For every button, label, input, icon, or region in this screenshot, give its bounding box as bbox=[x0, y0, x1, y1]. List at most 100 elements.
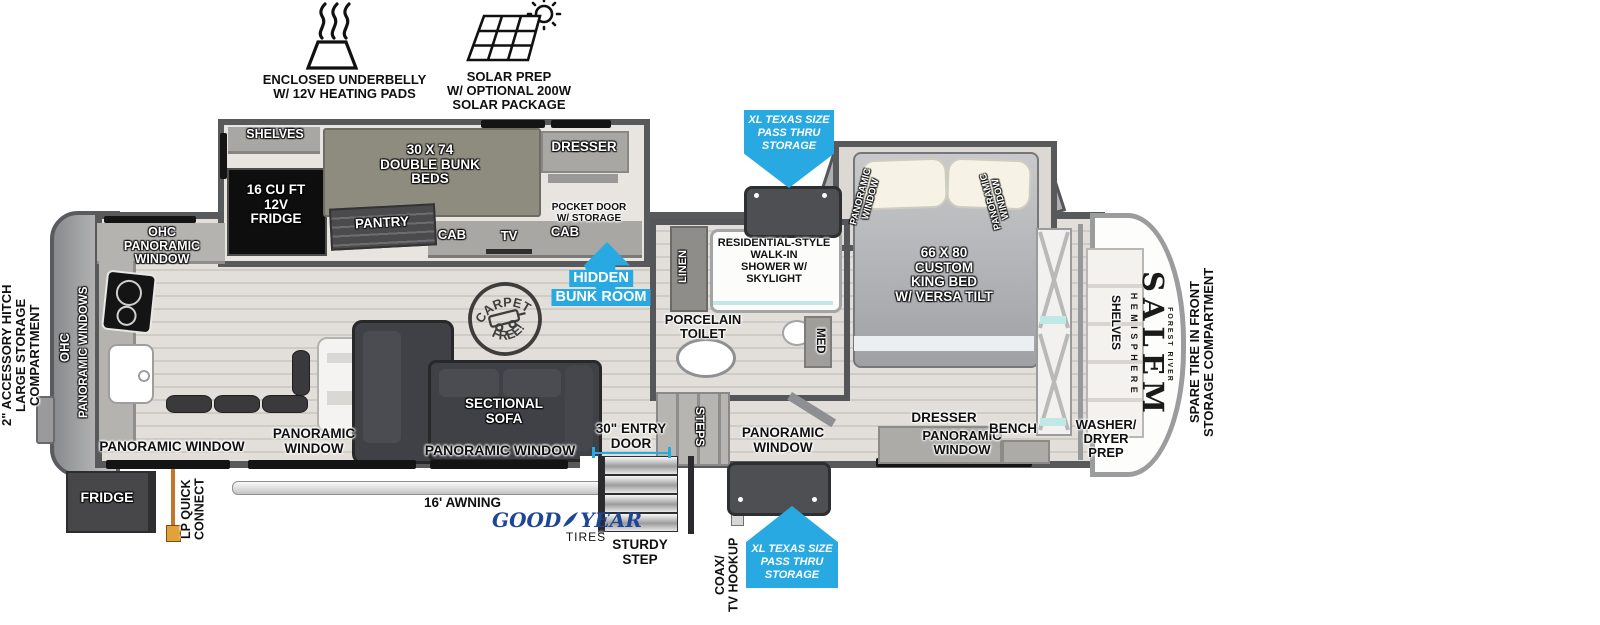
bunk-beds-label: 30 X 74 DOUBLE BUNK BEDS bbox=[380, 142, 480, 187]
underbelly-label: ENCLOSED UNDERBELLY W/ 12V HEATING PADS bbox=[262, 72, 427, 102]
cab-left-label: CAB bbox=[437, 227, 467, 242]
window-strip-living-bottom bbox=[430, 460, 568, 469]
cooktop-icon bbox=[101, 269, 157, 335]
shower-label: RESIDENTIAL-STYLE WALK-IN SHOWER W/ SKYL… bbox=[717, 237, 831, 285]
sofa-section bbox=[428, 360, 602, 462]
hidden-bunk-label-2: BUNK ROOM bbox=[551, 289, 651, 306]
heating-pads-icon bbox=[305, 2, 359, 70]
bunk-fridge bbox=[227, 168, 327, 256]
logo-brand: SALEM bbox=[1136, 270, 1171, 420]
solar-label: SOLAR PREP W/ OPTIONAL 200W SOLAR PACKAG… bbox=[447, 69, 571, 113]
pocket-door-label: POCKET DOOR W/ STORAGE bbox=[551, 202, 627, 224]
med-label: MED bbox=[814, 328, 826, 354]
pass-thru-bottom-label: XL TEXAS SIZE PASS THRU STORAGE bbox=[751, 543, 833, 581]
bedroom-dresser-label: DRESSER bbox=[911, 410, 977, 425]
window-bath-label: PANORAMIC WINDOW bbox=[741, 425, 825, 455]
carpet-free-stamp: CARPET FREE! bbox=[468, 282, 542, 356]
sturdy-step-label: STURDY STEP bbox=[612, 537, 668, 567]
entry-door-label: 30" ENTRY DOOR bbox=[595, 421, 667, 451]
entry-door-dimension-line bbox=[592, 452, 670, 454]
window-strip-rear-bottom bbox=[106, 460, 230, 469]
lp-quick-connect-label: LP QUICK CONNECT bbox=[179, 478, 207, 540]
burner-large bbox=[114, 278, 144, 308]
window-strip-bunk-side bbox=[220, 133, 227, 179]
medicine-cabinet bbox=[804, 316, 832, 368]
steps-label: STEPS bbox=[693, 407, 707, 447]
window-strip-bunk-top-1 bbox=[481, 120, 545, 128]
front-divider-wall bbox=[1078, 224, 1083, 460]
awning-label: 16' AWNING bbox=[424, 495, 501, 510]
island-item bbox=[327, 391, 355, 405]
linen-label: LINEN bbox=[677, 250, 689, 284]
wardrobe bbox=[1036, 228, 1072, 436]
sofa-label: SECTIONAL SOFA bbox=[464, 396, 543, 426]
goodyear-wingfoot-icon bbox=[563, 512, 579, 527]
sofa-cushion bbox=[363, 331, 401, 443]
cab-right-label: CAB bbox=[550, 224, 580, 239]
goodyear-good-text: GOOD bbox=[492, 508, 562, 532]
king-bed-label: 66 X 80 CUSTOM KING BED W/ VERSA TILT bbox=[895, 245, 993, 304]
linen-cabinet bbox=[670, 226, 708, 312]
front-shelves bbox=[1086, 248, 1144, 438]
stool-icon bbox=[166, 395, 212, 413]
goodyear-logo: GOOD YEAR bbox=[492, 508, 642, 532]
sturdy-step-icon bbox=[598, 456, 694, 534]
hidden-bunk-label-1: HIDDEN bbox=[569, 270, 633, 287]
goodyear-year-text: YEAR bbox=[580, 508, 642, 532]
bunk-shelves-label: SHELVES bbox=[246, 127, 304, 141]
tires-label: TIRES bbox=[565, 530, 607, 544]
wardrobe-x-door bbox=[1038, 231, 1070, 329]
stool-icon bbox=[262, 395, 308, 413]
screw-icon bbox=[754, 193, 759, 198]
window-strip-island-bottom bbox=[248, 460, 416, 469]
bunk-dresser-label: DRESSER bbox=[551, 139, 617, 154]
toilet-icon bbox=[676, 338, 736, 378]
wardrobe-accent bbox=[1040, 418, 1066, 426]
rear-hitch-receiver bbox=[36, 396, 55, 444]
bench-label: BENCH bbox=[988, 421, 1037, 436]
window-strip-bunk-top-2 bbox=[551, 120, 611, 128]
bed-blanket-band bbox=[854, 336, 1034, 351]
panoramic-windows-side-label: PANORAMIC WINDOWS bbox=[78, 286, 90, 418]
window-strip-kitchen-top bbox=[104, 216, 196, 223]
stool-icon bbox=[214, 395, 260, 413]
window-rear-label: PANORAMIC WINDOW bbox=[99, 439, 245, 454]
bench bbox=[1002, 440, 1050, 464]
wardrobe-x-door bbox=[1038, 333, 1070, 431]
tv-console bbox=[486, 249, 532, 254]
pass-thru-bottom-arrow-icon: XL TEXAS SIZE PASS THRU STORAGE bbox=[746, 506, 838, 588]
awning-bar bbox=[232, 481, 630, 495]
logo-sub: HEMISPHERE bbox=[1128, 292, 1139, 398]
bunk-dresser-shelf bbox=[548, 174, 618, 183]
sofa-cushion bbox=[503, 369, 561, 397]
bedroom-window-bottom-label: PANORAMIC WINDOW bbox=[922, 428, 1002, 458]
bunk-shelves bbox=[228, 127, 320, 154]
dimension-tick bbox=[592, 447, 595, 458]
bunk-dresser bbox=[541, 131, 629, 173]
pass-thru-top-label: XL TEXAS SIZE PASS THRU STORAGE bbox=[748, 114, 830, 152]
bedroom-dresser bbox=[878, 426, 1002, 464]
wardrobe-accent bbox=[1040, 316, 1066, 324]
sofa-armrest bbox=[565, 365, 593, 451]
lp-nozzle-icon bbox=[166, 525, 181, 542]
exterior-fridge bbox=[66, 471, 156, 533]
spare-tire-label: SPARE TIRE IN FRONT STORAGE COMPARTMENT bbox=[1187, 267, 1217, 437]
burner-small bbox=[115, 304, 138, 327]
toilet-label: PORCELAIN TOILET bbox=[664, 312, 742, 342]
dimension-tick bbox=[668, 447, 671, 458]
kitchen-sink-icon bbox=[108, 344, 154, 404]
exterior-fridge-label: FRIDGE bbox=[80, 489, 134, 505]
tv-label: TV bbox=[500, 228, 518, 243]
shower-glass bbox=[713, 301, 833, 305]
ohc-side-label: OHC bbox=[57, 333, 72, 363]
island-item bbox=[327, 353, 355, 363]
window-living-label: PANORAMIC WINDOW bbox=[424, 442, 576, 458]
lp-pipe-icon bbox=[171, 469, 175, 527]
washer-dryer-label: WASHER/ DRYER PREP bbox=[1075, 417, 1137, 461]
stool-icon bbox=[292, 350, 310, 396]
faucet-icon bbox=[138, 370, 150, 382]
screw-icon bbox=[738, 497, 743, 502]
kitchen-corner-cabinet bbox=[97, 223, 225, 264]
sofa-cushion bbox=[439, 369, 499, 397]
